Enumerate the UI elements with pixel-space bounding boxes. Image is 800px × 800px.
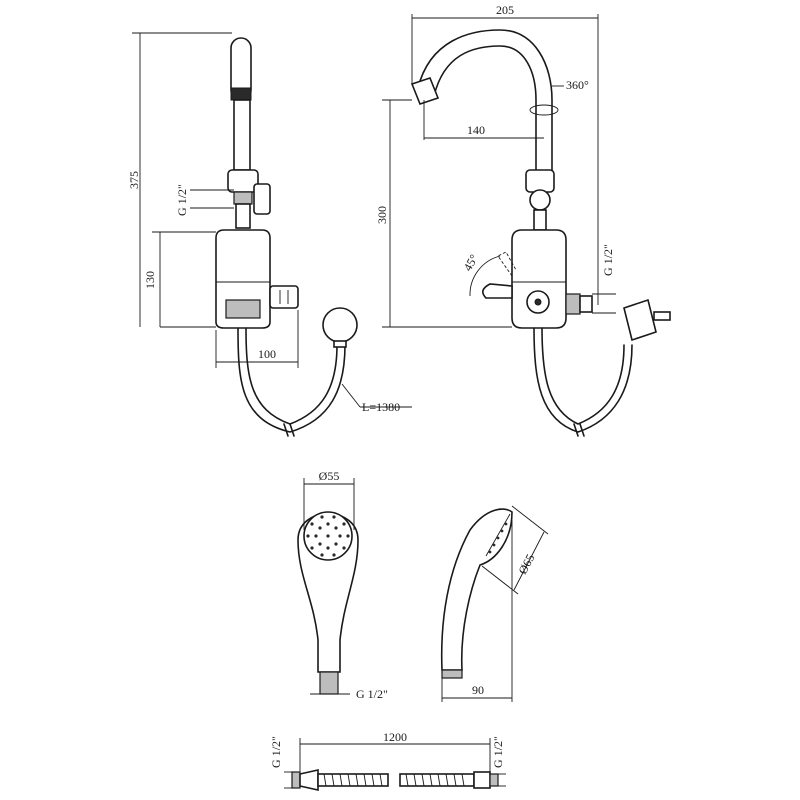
side-neck: [235, 203, 251, 229]
hose-left-thread: [291, 771, 301, 789]
label-hose-length: L=1380: [362, 400, 400, 414]
side-plug: [322, 307, 358, 343]
head-front-thread: [319, 671, 339, 695]
side-display: [225, 299, 261, 319]
head-side-outline: [440, 508, 513, 671]
hose-left-section: [317, 773, 389, 787]
label-hose-total: 1200: [383, 730, 407, 744]
label-head-thread: G 1/2": [356, 687, 388, 701]
side-aerator: [230, 87, 252, 101]
label-hose-thread-left: G 1/2": [269, 736, 283, 768]
label-spout-reach: 140: [467, 123, 485, 137]
side-view: 375 G 1/2" 130 100 L=1380: [127, 32, 412, 437]
front-inlet: [579, 295, 593, 313]
head-side-holes: [488, 522, 508, 554]
front-aerator: [410, 77, 440, 105]
label-side-width: 100: [258, 347, 276, 361]
front-nut: [525, 169, 555, 193]
hose-right-coils: [405, 773, 465, 787]
side-plug-collar: [333, 340, 347, 348]
side-hose: [237, 327, 346, 433]
front-inlet-thread: [565, 293, 581, 315]
front-valve: [529, 189, 551, 211]
head-front-holes: [306, 515, 350, 557]
hose-left-coils: [323, 773, 383, 787]
hose-left-nut: [299, 769, 319, 791]
shower-head-side: Ø65 90: [440, 505, 549, 702]
side-pipe: [233, 99, 251, 171]
label-front-width: 205: [496, 3, 514, 17]
label-rotation: 360°: [566, 78, 589, 92]
front-hose: [533, 327, 633, 433]
side-thread: [233, 191, 253, 205]
front-gooseneck: [417, 29, 553, 171]
hose-right-nut: [473, 771, 491, 789]
label-head-diameter: Ø55: [319, 469, 340, 483]
label-side-thread: G 1/2": [175, 184, 189, 216]
front-plug: [623, 298, 657, 342]
label-head-depth: 90: [472, 683, 484, 697]
head-side-thread: [441, 669, 463, 679]
front-heater-body: [511, 229, 567, 329]
front-lever: [482, 283, 513, 299]
label-front-thread: G 1/2": [601, 244, 615, 276]
hose-right-thread: [489, 773, 499, 787]
shower-hose: 1200 G 1/2" G 1/2": [269, 730, 506, 791]
front-view: 360° 45° 205 140: [375, 3, 671, 437]
front-plug-pins: [653, 311, 671, 321]
side-knob: [269, 285, 299, 309]
label-front-height: 300: [375, 206, 389, 224]
label-side-body-height: 130: [143, 271, 157, 289]
front-neck: [533, 209, 547, 231]
label-hose-thread-right: G 1/2": [491, 736, 505, 768]
side-valve: [253, 183, 271, 215]
shower-head-front: Ø55 G 1/2": [297, 469, 388, 701]
label-head-side-diameter: Ø65: [515, 552, 537, 577]
label-side-height: 375: [127, 171, 141, 189]
